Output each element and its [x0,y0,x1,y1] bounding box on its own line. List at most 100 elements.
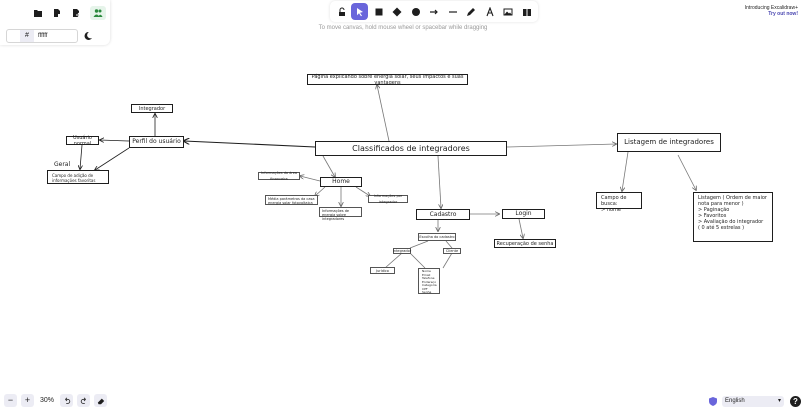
node-campo-busca[interactable]: Campo de busca: > nome [596,192,642,213]
eraser-button[interactable] [94,394,108,407]
node-main[interactable]: Classificados de integradores [315,141,507,156]
line-escolha-to-integrador [409,240,429,249]
node-home-note-3[interactable]: Informações de energia sobre integradore… [319,207,362,221]
lock-icon [338,7,345,16]
folder-icon [34,10,42,17]
form-field-item: Endereço [422,279,437,284]
node-campo-geral[interactable]: Campo de adição de informações favoritas [47,170,109,184]
undo-icon [64,397,70,404]
node-listagem-detail[interactable]: Listagem ( Ordem de maior nota para meno… [693,192,773,242]
undo-button[interactable] [60,394,74,407]
zoom-level[interactable]: 30% [40,397,55,404]
arrow-home-to-note4 [355,186,370,196]
language-value: English [725,398,745,404]
save-button[interactable] [49,6,65,20]
pencil-icon [466,7,475,16]
node-integrador[interactable]: Integrador [131,104,173,113]
line-icon [448,10,457,13]
node-home-note-2[interactable]: Média parâmetros da casa energia solar f… [265,195,318,205]
canvas-hint: To move canvas, hold mouse wheel or spac… [318,25,488,31]
node-page-note[interactable]: Página explicando sobre energia solar, s… [307,74,468,86]
moon-icon [84,31,92,40]
line-integrador-to-juridico [384,252,403,269]
node-recuperacao[interactable]: Recuperação de senha [494,239,556,248]
shape-toolbar [330,1,538,22]
zoom-out-button[interactable]: − [4,394,17,407]
arrow-icon [429,9,438,14]
actions-panel: # ffffff [0,0,110,45]
form-field-item: Categoria [422,283,437,287]
ellipse-tool-button[interactable] [407,3,424,20]
node-login[interactable]: Login [502,209,545,219]
node-home-note-4[interactable]: Informações por integrador [368,194,408,204]
text-icon [485,6,494,16]
pencil-tool-button[interactable] [462,3,479,20]
image-icon [503,8,512,15]
arrow-main-to-cadastro [437,155,441,208]
arrow-usuario-to-campo [80,144,82,169]
redo-button[interactable] [77,394,91,407]
arrow-tool-button[interactable] [425,3,442,20]
collaborate-button[interactable] [90,6,106,20]
form-field-item: Senha [422,290,432,294]
arrow-listagem-to-busca [622,151,629,191]
arrow-main-to-note [377,85,390,142]
node-juridico[interactable]: Jurídico [370,267,395,274]
node-perfil[interactable]: Perfil do usuário [129,136,184,148]
export-image-icon [73,9,81,18]
users-icon [93,9,103,17]
node-home-note-1[interactable]: Informações da área financeira [258,171,300,181]
image-tool-button[interactable] [499,3,516,20]
theme-toggle-button[interactable] [80,29,96,43]
lock-tool-button[interactable] [333,3,350,20]
eraser-icon [97,398,104,404]
arrow-main-to-listagem [506,144,616,148]
arrow-listagem-to-detail [677,154,696,190]
form-field-item: Email [422,272,431,277]
arrow-perfil-to-campo [95,147,130,170]
selection-tool-button[interactable] [351,3,368,20]
arrow-login-to-recuperacao [518,218,523,238]
diamond-icon [392,7,401,16]
form-field-item: Telefone [422,276,435,280]
canvas-background-picker[interactable]: # ffffff [6,29,78,43]
node-home[interactable]: Home [320,177,362,187]
export-image-button[interactable] [68,6,84,20]
rectangle-icon [375,8,382,15]
line-integrador-to-form [409,252,426,269]
redo-icon [80,397,86,404]
library-tool-button[interactable] [518,3,535,20]
node-cadastro[interactable]: Cadastro [416,209,470,220]
arrow-main-to-perfil [184,141,316,148]
zoom-in-button[interactable]: + [21,394,34,407]
color-value-input[interactable]: ffffff [38,33,48,39]
diamond-tool-button[interactable] [388,3,405,20]
library-icon [522,8,531,16]
arrow-main-to-home [322,155,335,177]
node-integrador-small[interactable]: Integrador [392,248,412,254]
line-tool-button[interactable] [444,3,461,20]
excalidraw-plus-promo[interactable]: Introducing Excalidraw+ Try out now! [745,5,798,17]
save-file-icon [54,9,61,17]
text-tool-button[interactable] [481,3,498,20]
node-usuario-normal[interactable]: Usuário normal [66,135,99,147]
arrow-perfil-to-usuario [100,140,130,141]
form-field-item: CPF [422,286,428,291]
line-escolha-to-cliente [445,240,453,249]
open-file-button[interactable] [30,6,46,20]
node-escolha[interactable]: Escolha do cadastro [418,233,456,241]
color-hash-label: # [20,30,34,42]
rectangle-tool-button[interactable] [370,3,387,20]
node-listagem[interactable]: Listagem de integradores [617,133,721,152]
arrow-home-to-note2 [315,186,326,196]
shield-icon [709,397,717,406]
promo-link[interactable]: Try out now! [768,11,798,17]
line-cliente-to-form [442,252,453,269]
language-select[interactable]: English ▾ [722,396,784,407]
help-button[interactable]: ? [790,396,801,407]
form-field-item: Nome [422,269,431,273]
node-cliente[interactable]: Cliente [443,248,461,254]
